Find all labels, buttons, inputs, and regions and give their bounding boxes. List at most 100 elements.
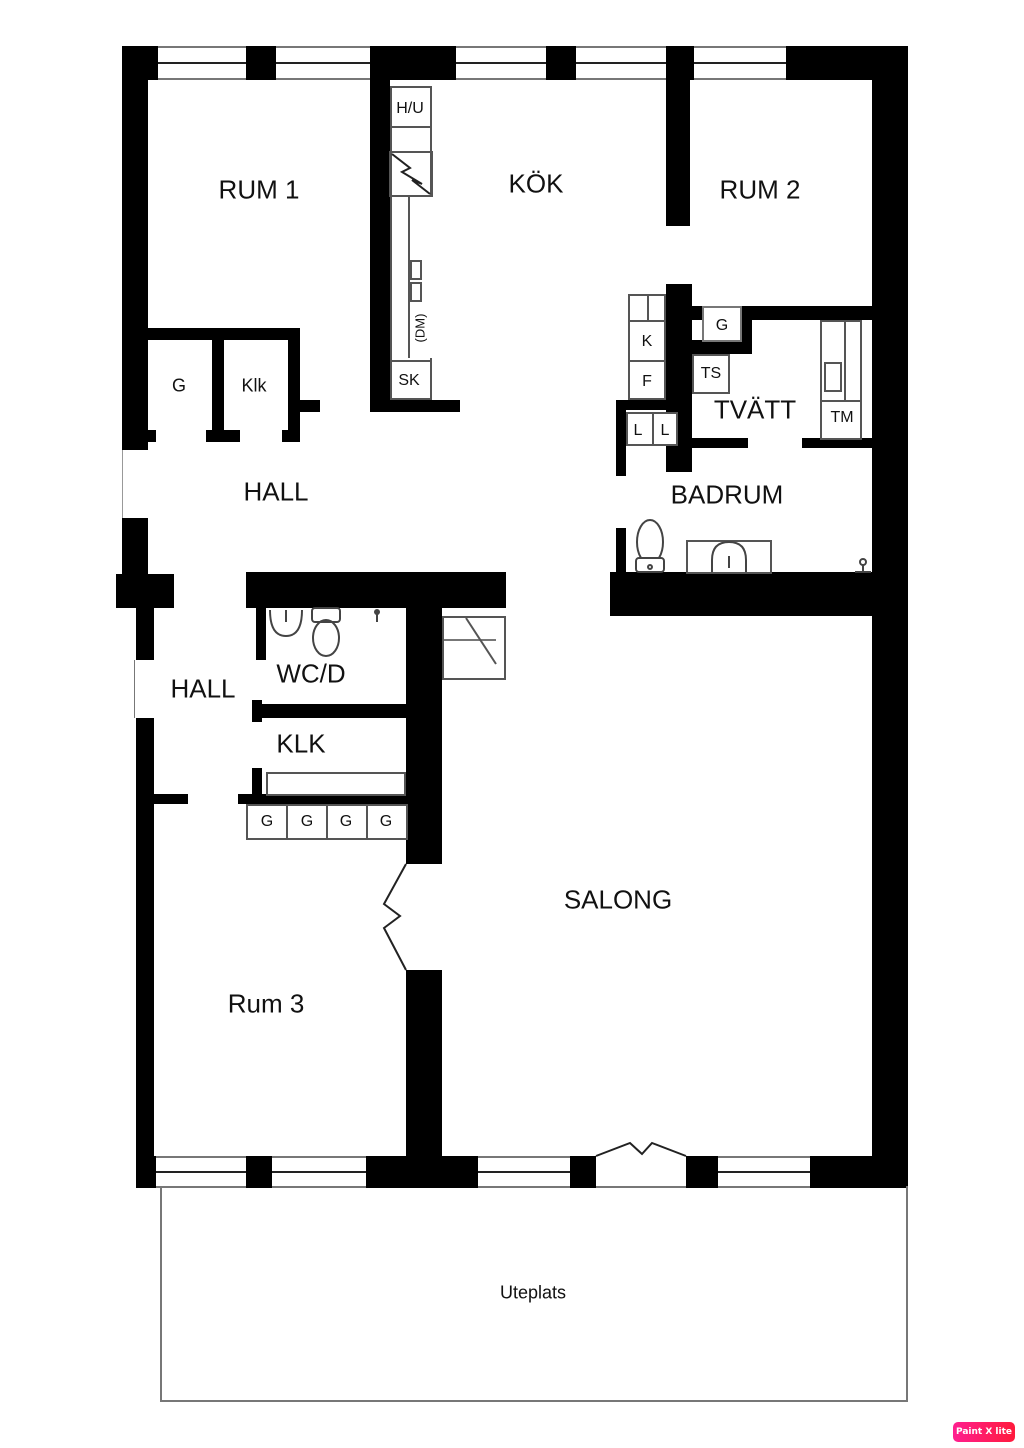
fixture-label-l1: L — [633, 422, 643, 439]
wall-utility-g-bottom — [692, 340, 752, 354]
wall-bottom-pier-1 — [246, 1156, 272, 1188]
wall-bottom-pier-4 — [686, 1156, 718, 1188]
laundry-sink — [824, 362, 842, 392]
tap-icon — [855, 558, 871, 573]
fixture-label-k: K — [641, 333, 653, 350]
wc-sink-icon — [269, 609, 303, 638]
wardrobe-label: G — [379, 813, 393, 830]
window — [694, 46, 786, 80]
fixture-label-ts: TS — [700, 365, 722, 382]
wall-closet-left-foot — [148, 430, 156, 442]
wall-klk-bottom — [238, 794, 406, 804]
wardrobe-1 — [246, 804, 288, 840]
wall-bottom-right-corner — [810, 1156, 908, 1188]
wall-bottom-pier-2 — [366, 1156, 478, 1188]
closet-label-g: G — [171, 375, 187, 396]
wall-right — [872, 46, 908, 1188]
room-label-hall-upper: HALL — [243, 476, 309, 507]
window — [478, 1156, 570, 1188]
window — [276, 46, 370, 80]
fixture-label-sk: SK — [398, 372, 420, 389]
room-label-badrum: BADRUM — [670, 479, 784, 510]
window — [576, 46, 666, 80]
wall-wc-left — [256, 608, 266, 660]
room-label-hall-lower: HALL — [170, 673, 236, 704]
wall-top-pier-3 — [546, 46, 576, 80]
fixture-label-hu: H/U — [396, 100, 424, 117]
wall-bath-left-lower — [616, 528, 626, 576]
watermark-badge: Paint X lite — [953, 1422, 1015, 1442]
washer-tm — [820, 400, 862, 440]
wall-rum2-left — [666, 80, 690, 226]
fixture-label-dm: (DM) — [412, 313, 428, 343]
wardrobe-label: G — [300, 813, 314, 830]
wall-left-bump — [116, 574, 174, 608]
wall-closet-right-foot — [282, 430, 300, 442]
freezer-f — [628, 360, 666, 400]
wardrobe-3 — [326, 804, 368, 840]
window — [156, 1156, 246, 1188]
room-label-wcd: WC/D — [276, 658, 346, 689]
fixture-label-l2: L — [660, 422, 670, 439]
cabinet-divider — [647, 294, 649, 322]
oven-icon — [389, 151, 433, 197]
window — [718, 1156, 810, 1188]
closet-l1 — [626, 412, 654, 446]
fixture-label-tm: TM — [830, 409, 854, 426]
wall-bath-bottom — [610, 572, 908, 616]
wardrobe-label: G — [260, 813, 274, 830]
window — [158, 46, 246, 80]
wall-wc-top — [246, 572, 506, 608]
wall-closet-top — [148, 328, 300, 340]
wardrobe-rail — [266, 772, 406, 796]
room-label-salong: SALONG — [563, 884, 673, 915]
wall-laundry-foot-left — [616, 400, 692, 410]
dryer-ts — [692, 354, 730, 394]
room-label-kok: KÖK — [508, 168, 564, 199]
wall-stub — [154, 794, 188, 804]
wardrobe-4 — [366, 804, 408, 840]
wall-left-mid — [122, 518, 148, 574]
fixture-label-f: F — [642, 373, 652, 390]
wall-klk-left — [252, 768, 262, 798]
wall-salong-left-upper — [406, 608, 442, 864]
wall-laundry-foot-right — [802, 438, 872, 448]
sink-square-2 — [410, 282, 422, 302]
area-label-uteplats: Uteplats — [499, 1282, 567, 1303]
bath-toilet-icon — [635, 519, 665, 573]
window — [272, 1156, 366, 1188]
room-label-rum3: Rum 3 — [227, 988, 305, 1019]
sk-cabinet — [390, 360, 432, 400]
wall-laundry-foot — [666, 438, 748, 448]
window — [456, 46, 546, 80]
door-opening — [134, 660, 135, 718]
wall-top-pier-4 — [666, 46, 694, 80]
wall-left-lower-a — [136, 608, 154, 660]
wall-bottom-left-corner — [136, 1156, 156, 1188]
shower — [442, 616, 506, 680]
wardrobe-label: G — [339, 813, 353, 830]
room-label-klk: KLK — [276, 728, 326, 759]
balcony-door-symbol — [595, 1141, 687, 1157]
closet-g — [702, 306, 742, 342]
wall-salong-left-lower — [406, 970, 442, 1158]
wall-kitchen-left — [370, 80, 390, 410]
wall-top-pier-2 — [370, 46, 456, 80]
room-label-rum2: RUM 2 — [719, 174, 801, 205]
floor-drain-icon — [374, 609, 380, 622]
wall-left-lower-b — [136, 718, 154, 1188]
cabinet-divider — [844, 320, 846, 404]
wall-kitchen-foot — [370, 400, 460, 412]
bath-sink-icon — [711, 540, 747, 572]
hob-hu — [390, 86, 432, 128]
balcony-door[interactable] — [596, 1156, 686, 1188]
terrace-outline — [160, 1186, 908, 1402]
entrance-opening — [122, 450, 123, 518]
wall-klk-stub — [252, 700, 262, 722]
sink-square-1 — [410, 260, 422, 280]
wall-bottom-pier-3 — [570, 1156, 596, 1188]
wall-wc-klk-divider — [256, 704, 406, 718]
shower-diagonal — [465, 617, 497, 665]
